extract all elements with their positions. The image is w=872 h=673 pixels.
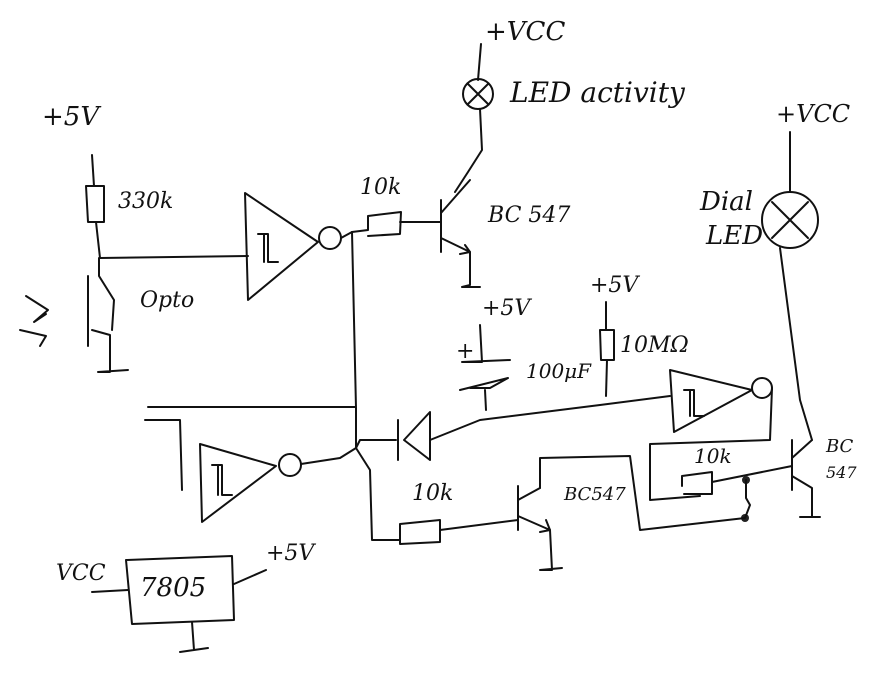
schmitt-inverter-top	[244, 192, 353, 301]
r10k-right-label: 10k	[694, 444, 732, 468]
dial-led-branch: +VCC Dial LED	[699, 100, 850, 441]
r10m-label: 10MΩ	[620, 333, 689, 358]
activity-led-symbol	[462, 78, 494, 110]
opto-label: Opto	[140, 288, 194, 313]
activity-led-branch: +VCC LED activity	[454, 17, 686, 193]
bc547-right-label-1: BC	[825, 436, 854, 457]
schmitt-inverter-bottom	[144, 419, 357, 523]
capacitor-100uf: +5V + 100μF	[456, 296, 592, 411]
vcc-right-label: +VCC	[776, 100, 850, 128]
resistor-10k-base-top: 10k	[351, 175, 442, 237]
schmitt-inverter-right	[649, 369, 773, 501]
transistor-bc547-top: BC 547	[440, 179, 570, 288]
bc547-top-label: BC 547	[487, 203, 570, 228]
plus5-left-label: +5V	[42, 102, 101, 132]
diode	[355, 395, 671, 461]
plus5-reg-label: +5V	[266, 541, 316, 566]
transistor-bc547-mid: BC547	[517, 484, 626, 571]
regulator-7805: VCC 7805 +5V	[56, 541, 316, 653]
resistor-10m: +5V 10MΩ	[590, 273, 689, 397]
plus5-cap-label: +5V	[482, 296, 532, 321]
r10k-top-label: 10k	[360, 175, 401, 200]
cap-plus-label: +	[456, 339, 474, 364]
r330k-label: 330k	[118, 189, 173, 214]
light-arrow-2	[19, 329, 47, 347]
resistor-10k-right: 10k	[539, 444, 793, 531]
dial-label: Dial	[699, 187, 753, 217]
bc547-mid-label: BC547	[563, 484, 626, 505]
led-label: LED	[705, 221, 763, 251]
r10k-mid-label: 10k	[412, 481, 453, 506]
plus5-10m-label: +5V	[590, 273, 640, 298]
resistor-10k-mid: 10k	[355, 447, 519, 545]
resistor-330k	[85, 185, 105, 223]
node-bus	[147, 231, 357, 449]
reg-7805-label: 7805	[140, 573, 206, 603]
dial-led-symbol	[761, 191, 819, 249]
vcc-reg-label: VCC	[56, 561, 106, 586]
cap-value-label: 100μF	[526, 359, 592, 383]
led-activity-label: LED activity	[509, 76, 686, 109]
bc547-right-label-2: 547	[826, 463, 857, 482]
transistor-bc547-right: BC 547	[791, 436, 857, 518]
opto-input-branch: +5V 330k Opto	[19, 102, 249, 373]
vcc-top-label: +VCC	[485, 17, 565, 47]
light-arrow-1	[25, 295, 49, 323]
